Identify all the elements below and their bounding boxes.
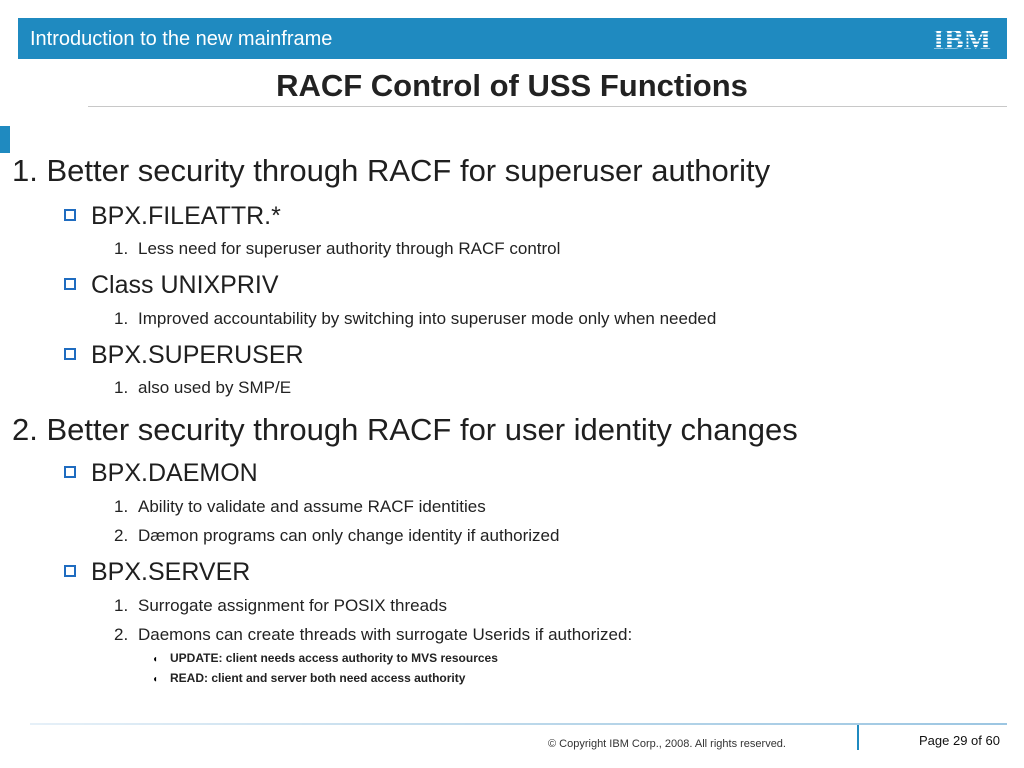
title-divider <box>88 106 1007 107</box>
header-title: Introduction to the new mainframe <box>30 28 333 50</box>
arrowhead-bullet-icon: ◖ <box>152 654 159 665</box>
header-bar: Introduction to the new mainframe IBM <box>18 18 1007 59</box>
arrowhead-bullet-icon: ◖ <box>152 674 159 685</box>
section-heading-2: 2. Better security through RACF for user… <box>12 412 798 447</box>
list-item-bpx-daemon: BPX.DAEMON <box>64 459 258 488</box>
list-item-bpx-fileattr: BPX.FILEATTR.* <box>64 202 281 231</box>
list-item-label: BPX.SUPERUSER <box>91 341 304 369</box>
sub-item: 1.Less need for superuser authority thro… <box>114 239 561 258</box>
list-item-bpx-server: BPX.SERVER <box>64 558 250 587</box>
sub-bullet-item: ◖UPDATE: client needs access authority t… <box>152 651 498 665</box>
footer-separator <box>857 725 859 750</box>
square-bullet-icon <box>64 278 76 291</box>
square-bullet-icon <box>64 565 76 578</box>
footer-divider <box>30 723 1007 725</box>
slide-title: RACF Control of USS Functions <box>276 68 748 103</box>
list-item-label: BPX.SERVER <box>91 558 251 586</box>
sub-bullet-item: ◖READ: client and server both need acces… <box>152 671 466 685</box>
sub-item: 1.Improved accountability by switching i… <box>114 309 717 328</box>
sub-item: 1.Surrogate assignment for POSIX threads <box>114 596 447 615</box>
copyright-notice: © Copyright IBM Corp., 2008. All rights … <box>548 738 786 750</box>
square-bullet-icon <box>64 466 76 479</box>
sub-item: 1.also used by SMP/E <box>114 378 292 397</box>
square-bullet-icon <box>64 209 76 222</box>
page-number: Page 29 of 60 <box>919 733 1000 748</box>
sub-item: 2.Daemons can create threads with surrog… <box>114 625 633 644</box>
ibm-logo: IBM <box>933 24 991 52</box>
section-heading-1: 1. Better security through RACF for supe… <box>12 153 771 188</box>
sub-item: 2.Dæmon programs can only change identit… <box>114 526 560 545</box>
sub-item: 1.Ability to validate and assume RACF id… <box>114 497 486 516</box>
list-item-bpx-superuser: BPX.SUPERUSER <box>64 341 304 370</box>
square-bullet-icon <box>64 348 76 361</box>
list-item-label: BPX.FILEATTR.* <box>91 202 281 230</box>
list-item-label: BPX.DAEMON <box>91 459 258 487</box>
list-item-class-unixpriv: Class UNIXPRIV <box>64 271 279 300</box>
list-item-label: Class UNIXPRIV <box>91 271 279 299</box>
side-accent-marker <box>0 126 10 153</box>
svg-text:IBM: IBM <box>933 24 991 52</box>
